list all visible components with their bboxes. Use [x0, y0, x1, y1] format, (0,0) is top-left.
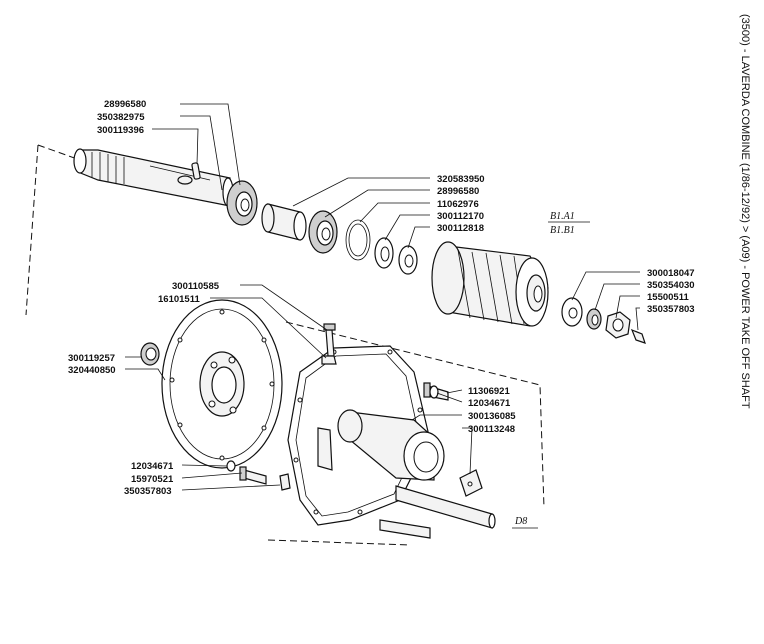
label-320583950: 320583950	[437, 174, 485, 185]
lower-nipple	[279, 473, 291, 491]
label-16101511: 16101511	[158, 294, 200, 305]
lower-bolt	[239, 466, 267, 485]
label-15970521: 15970521	[131, 474, 174, 485]
label-28996580-b: 28996580	[437, 186, 479, 197]
leader-lines	[125, 103, 640, 529]
label-300110585: 300110585	[172, 281, 220, 292]
assembly-boundary	[25, 144, 545, 546]
part-number-labels: 28996580 350382975 300119396 320583950 2…	[68, 99, 695, 527]
label-28996580-a: 28996580	[104, 99, 146, 110]
label-300112818: 300112818	[437, 223, 484, 234]
label-12034671-b: 12034671	[131, 461, 174, 472]
label-300119257: 300119257	[68, 353, 115, 364]
drive-disc	[161, 299, 283, 469]
label-300112170: 300112170	[437, 211, 484, 222]
lock-washer	[586, 308, 602, 330]
label-350357803-b: 350357803	[124, 486, 172, 497]
splined-shaft	[73, 148, 234, 207]
bracket-tab	[459, 469, 483, 497]
cover-nut	[321, 355, 337, 365]
label-11062976: 11062976	[437, 199, 479, 210]
label-12034671-a: 12034671	[468, 398, 511, 409]
spacer-sleeve	[261, 203, 307, 241]
lower-shaft	[379, 485, 496, 539]
label-300113248: 300113248	[468, 424, 515, 435]
bearing-right	[308, 210, 338, 254]
belt-pulley	[431, 241, 549, 327]
side-washer	[429, 385, 439, 399]
label-320440850: 320440850	[68, 365, 116, 376]
ref-b1b1: B1.B1	[550, 225, 575, 236]
pulley-washer	[561, 297, 583, 327]
grease-nipple	[630, 328, 646, 344]
label-300136085: 300136085	[468, 411, 516, 422]
ref-d8: D8	[514, 516, 527, 527]
key-pin	[191, 162, 201, 180]
bearing-left	[226, 180, 258, 226]
hex-nut	[605, 311, 631, 339]
diagram-title: (3500) - LAVERDA COMBINE (1/86-12/92) > …	[739, 14, 751, 409]
label-350357803-a: 350357803	[647, 304, 695, 315]
label-11306921: 11306921	[468, 386, 510, 397]
label-300119396: 300119396	[97, 125, 144, 136]
circlip	[345, 219, 371, 261]
small-washer	[226, 460, 236, 472]
label-300018047: 300018047	[647, 268, 695, 279]
label-350382975: 350382975	[97, 112, 145, 123]
ref-b1a1: B1.A1	[550, 211, 575, 222]
label-350354030: 350354030	[647, 280, 695, 291]
washer-2	[398, 245, 418, 275]
label-15500511: 15500511	[647, 292, 689, 303]
washer-1	[374, 237, 394, 269]
seal-ring	[140, 342, 160, 366]
